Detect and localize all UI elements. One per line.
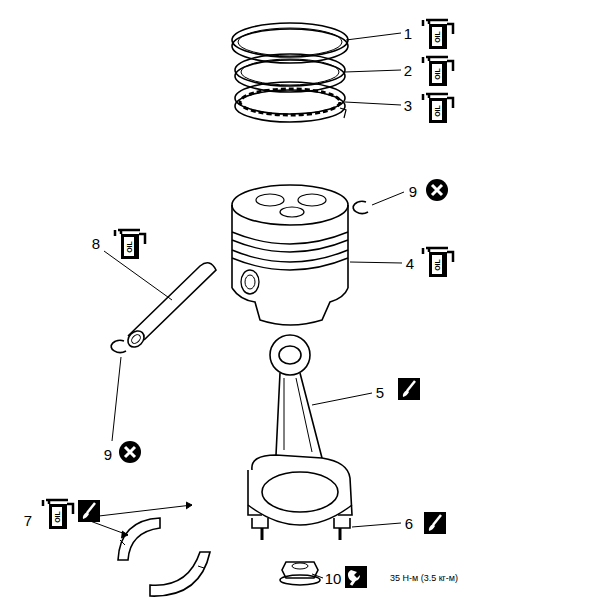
- torque-spec: 35 Н-м (3.5 кг-м): [390, 574, 458, 583]
- callout-number: 3: [404, 98, 412, 113]
- callout-number: 1: [404, 26, 412, 41]
- callout-number: 10: [325, 571, 342, 586]
- oil-icon-text: OIL: [434, 68, 441, 80]
- callout-number: 4: [406, 256, 414, 271]
- callout-number: 2: [404, 63, 412, 78]
- oil-icon-text: OIL: [126, 241, 133, 253]
- callout-number: 9: [409, 184, 417, 199]
- callout-number: 7: [24, 513, 32, 528]
- callout-number: 5: [376, 385, 384, 400]
- oil-icon-text: OIL: [54, 511, 61, 523]
- callout-number: 6: [405, 516, 413, 531]
- callout-number: 8: [92, 236, 100, 251]
- callout-number: 9: [104, 447, 112, 462]
- oil-icon-text: OIL: [434, 105, 441, 117]
- oil-icon-text: OIL: [434, 259, 441, 271]
- oil-icon-text: OIL: [434, 31, 441, 43]
